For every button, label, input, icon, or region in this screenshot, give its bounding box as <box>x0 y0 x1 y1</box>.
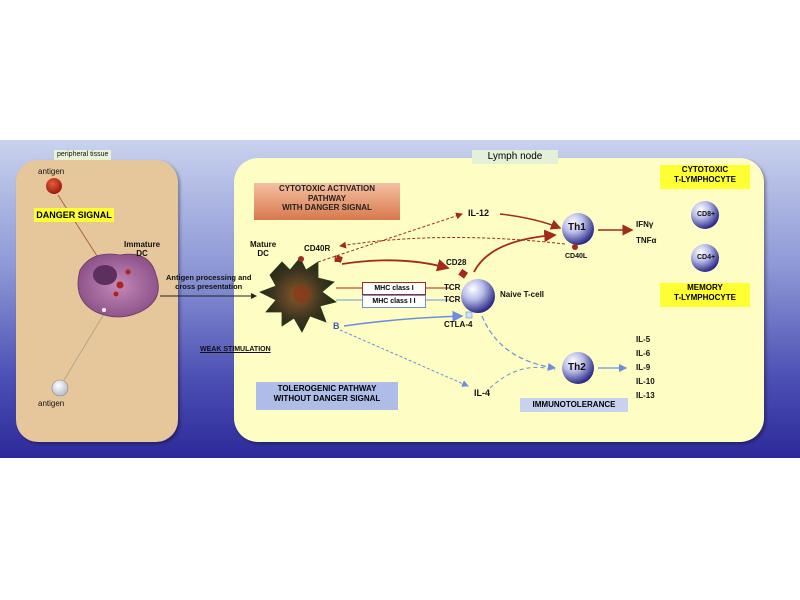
peripheral-tissue-label: peripheral tissue <box>54 150 112 161</box>
cd28-label: CD28 <box>446 258 467 267</box>
naive-tcell-circle <box>461 279 495 313</box>
weak-stimulation-label: WEAK STIMULATION <box>200 346 271 353</box>
b7-bottom-label: B <box>333 321 340 331</box>
mature-dc-cell <box>259 257 337 333</box>
il-item: IL-13 <box>636 391 655 400</box>
antigen-bottom-circle <box>51 379 69 397</box>
b7-to-cd28-arrow <box>341 259 450 272</box>
naive-tcell-label: Naive T-cell <box>500 290 545 299</box>
il12-dashed-arrow <box>317 212 463 263</box>
antigen-bottom-label: antigen <box>38 399 65 408</box>
il12-label: IL-12 <box>468 208 490 218</box>
tcr1-label: TCR <box>444 283 461 292</box>
cd40l-to-cd40r-dashed <box>339 236 566 249</box>
immature-dc-label: Immature DC <box>124 240 161 259</box>
cd4-label: CD4+ <box>697 254 716 261</box>
tolerogenic-pathway-box: TOLEROGENIC PATHWAY WITHOUT DANGER SIGNA… <box>256 382 398 410</box>
th2-circle <box>562 352 594 384</box>
danger-signal-badge: DANGER SIGNAL <box>34 208 114 222</box>
th2-label: Th2 <box>568 362 586 373</box>
weak-to-il4-dashed <box>339 329 469 387</box>
cytotoxic-tl-badge: CYTOTOXIC T-LYMPHOCYTE <box>660 165 750 189</box>
ctla4-receptor <box>465 311 473 319</box>
cd40l-label: CD40L <box>565 253 588 260</box>
b7-top-label: B <box>334 254 341 264</box>
cd8-circle <box>691 201 719 229</box>
antigen-processing-label: Antigen processing and cross presentatio… <box>166 273 252 291</box>
tnf-label: TNFα <box>636 236 657 245</box>
tcr2-label: TCR <box>444 295 461 304</box>
naive-to-th2-dashed <box>481 315 557 372</box>
b7-to-ctla4-arrow <box>343 310 464 327</box>
b7-red-marker <box>335 255 343 263</box>
cd28-receptor <box>458 268 468 279</box>
ctla4-label: CTLA-4 <box>444 320 473 329</box>
immature-dc-cell <box>77 253 159 318</box>
th1-circle <box>562 213 594 245</box>
il-item: IL-5 <box>636 335 651 344</box>
cd40r-label: CD40R <box>304 244 331 253</box>
mhc1-box: MHC class I <box>362 282 426 295</box>
il-item: IL-9 <box>636 363 651 372</box>
il4-label: IL-4 <box>474 388 491 398</box>
il12-to-th1-arrow <box>499 213 562 230</box>
naive-to-th1-arrow <box>473 229 557 273</box>
cd4-circle <box>691 244 719 272</box>
antigen-top-label: antigen <box>38 167 65 176</box>
cytotoxic-pathway-box: CYTOTOXIC ACTIVATION PATHWAY WITH DANGER… <box>254 183 400 220</box>
memory-tl-badge: MEMORY T-LYMPHOCYTE <box>660 283 750 307</box>
cd8-label: CD8+ <box>697 211 716 218</box>
il4-to-th2-dashed <box>489 366 556 389</box>
th1-label: Th1 <box>568 222 586 233</box>
immunotolerance-box: IMMUNOTOLERANCE <box>520 398 628 412</box>
cd40r-marker <box>298 256 304 262</box>
lymph-node-title: Lymph node <box>472 150 558 164</box>
mature-dc-label: Mature DC <box>250 240 277 259</box>
mhc2-box: MHC class I I <box>362 295 426 308</box>
cd40l-marker <box>572 244 578 250</box>
il-item: IL-6 <box>636 349 651 358</box>
ifn-label: IFNγ <box>636 220 654 229</box>
antigen-top-circle <box>46 178 62 194</box>
antigen-bottom-to-dc-line <box>63 313 105 381</box>
il-item: IL-10 <box>636 377 655 386</box>
